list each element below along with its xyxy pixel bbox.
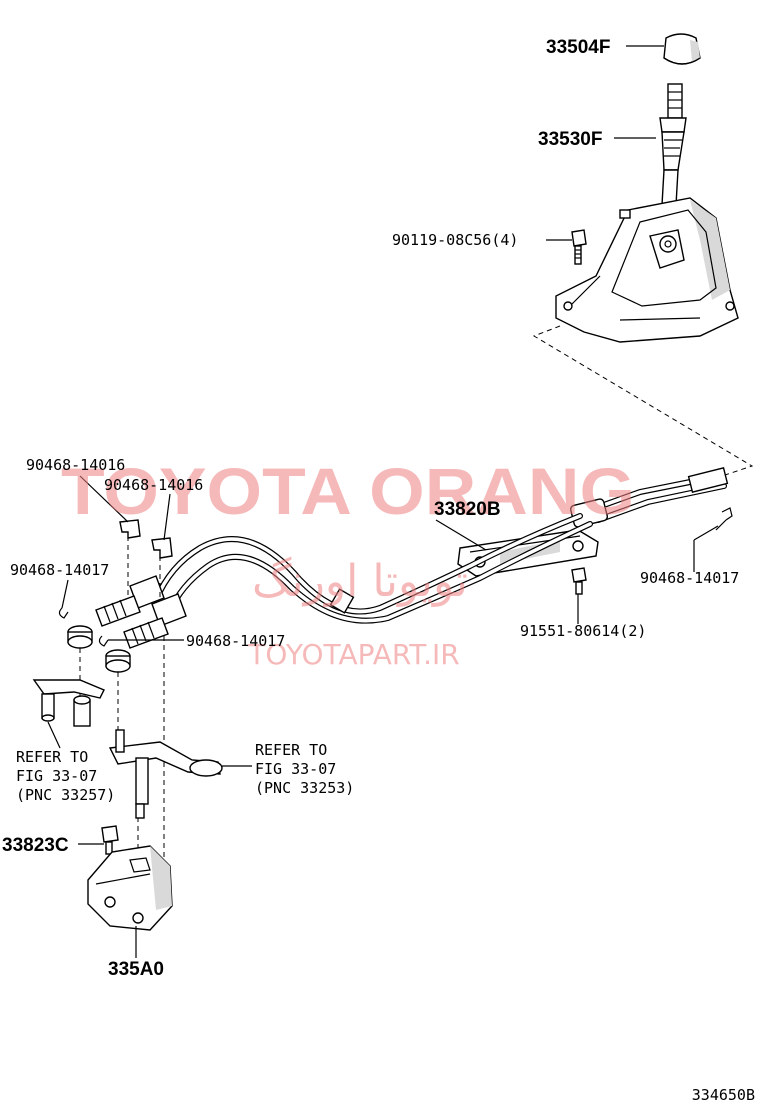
bracket-335a0-drawing [87, 845, 173, 931]
label-clip-left-1: 90468-14016 [26, 456, 125, 474]
refer-right-line-3: (PNC 33253) [255, 779, 354, 797]
label-clip-left-2: 90468-14016 [104, 476, 203, 494]
shift-housing-drawing [555, 197, 739, 343]
label-lever: 33530F [538, 129, 602, 150]
housing-connection-dash [532, 325, 754, 477]
shift-lever-drawing [659, 83, 687, 206]
screw-91551-drawing [571, 567, 587, 595]
shift-lever-lower-drawing [108, 729, 223, 819]
clips-90468-14017-drawing [58, 507, 733, 647]
label-clip-right: 90468-14017 [640, 569, 739, 587]
select-lever-drawing [32, 679, 105, 727]
bolt-33823c-drawing [101, 825, 119, 855]
label-clip-center: 90468-14017 [186, 632, 285, 650]
watermark-site: TOYOTAPART.IR [247, 638, 459, 671]
figure-code: 334650B [692, 1086, 755, 1104]
bolt-90119-drawing [571, 229, 587, 265]
bushings-drawing [67, 625, 131, 673]
refer-left-line-2: FIG 33-07 [16, 767, 97, 785]
refer-left-line-3: (PNC 33257) [16, 786, 115, 804]
label-bracket: 335A0 [108, 959, 164, 980]
shift-knob-drawing [663, 33, 701, 65]
label-cable: 33820B [434, 499, 501, 520]
label-bolt-lever: 90119-08C56(4) [392, 231, 518, 249]
refer-left-line-1: REFER TO [16, 748, 88, 766]
label-bolt-bracket: 33823C [2, 835, 69, 856]
refer-right-line-2: FIG 33-07 [255, 760, 336, 778]
label-screw: 91551-80614(2) [520, 622, 646, 640]
label-knob: 33504F [546, 37, 610, 58]
refer-right-line-1: REFER TO [255, 741, 327, 759]
watermark-main: TOYOTA ORANG [61, 454, 635, 528]
watermark-persian: تویوتا اورنگ [252, 556, 468, 607]
cable-assembly-drawing [95, 467, 729, 649]
leader-lines [47, 45, 719, 958]
label-clip-left-3: 90468-14017 [10, 561, 109, 579]
